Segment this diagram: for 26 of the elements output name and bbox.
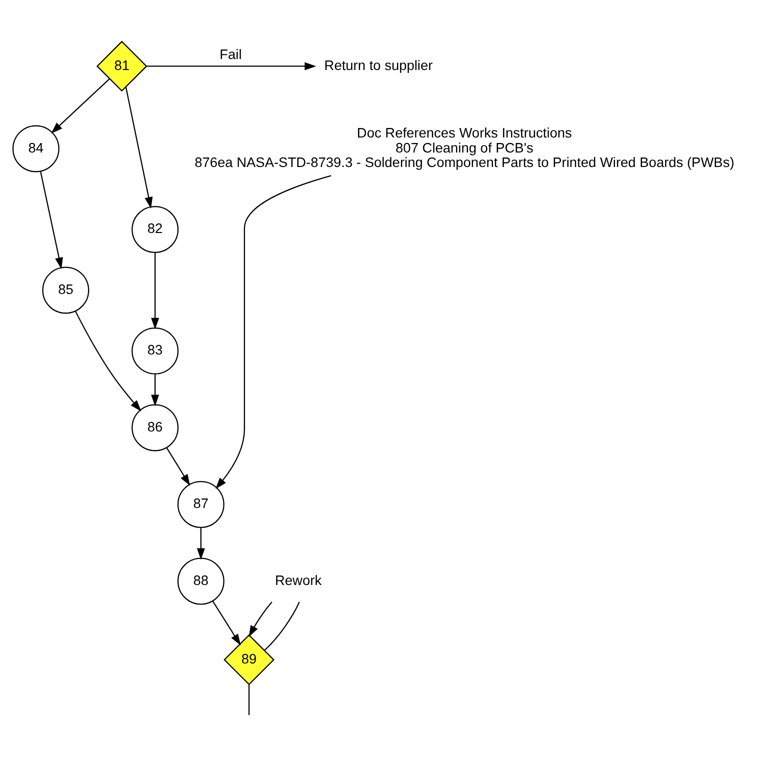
node-diamond: 81: [96, 40, 148, 92]
node-circle: 88: [177, 558, 224, 605]
arrow: [151, 252, 160, 330]
node-text: Doc References Works Instructions 807 Cleaning of PCB's 876ea NASA-STD-8739.3 - Soldering Component Parts to Printed Wired Boards (PWBs): [194, 125, 734, 170]
node-circle: 85: [42, 266, 90, 314]
node-text: Return to supplier: [324, 58, 433, 73]
arrow: [166, 447, 190, 486]
arrow: [51, 78, 110, 134]
arrow: [216, 175, 332, 490]
arrow: [74, 311, 142, 412]
connector: [248, 684, 250, 716]
node-circle: 86: [132, 404, 179, 452]
arrow: [248, 602, 272, 638]
node-text: Rework: [275, 572, 322, 588]
arrow: [125, 86, 153, 209]
arrow: [196, 528, 205, 560]
arrow: [151, 374, 160, 406]
node-circle: 82: [132, 206, 179, 253]
edge-label: Fail: [220, 46, 242, 62]
arrow: [212, 600, 241, 646]
connector: [264, 602, 300, 651]
node-circle: 84: [12, 125, 60, 172]
arrow: [146, 62, 316, 70]
node-circle: 83: [132, 327, 179, 374]
node-circle: 87: [177, 480, 224, 528]
arrow: [40, 171, 63, 270]
